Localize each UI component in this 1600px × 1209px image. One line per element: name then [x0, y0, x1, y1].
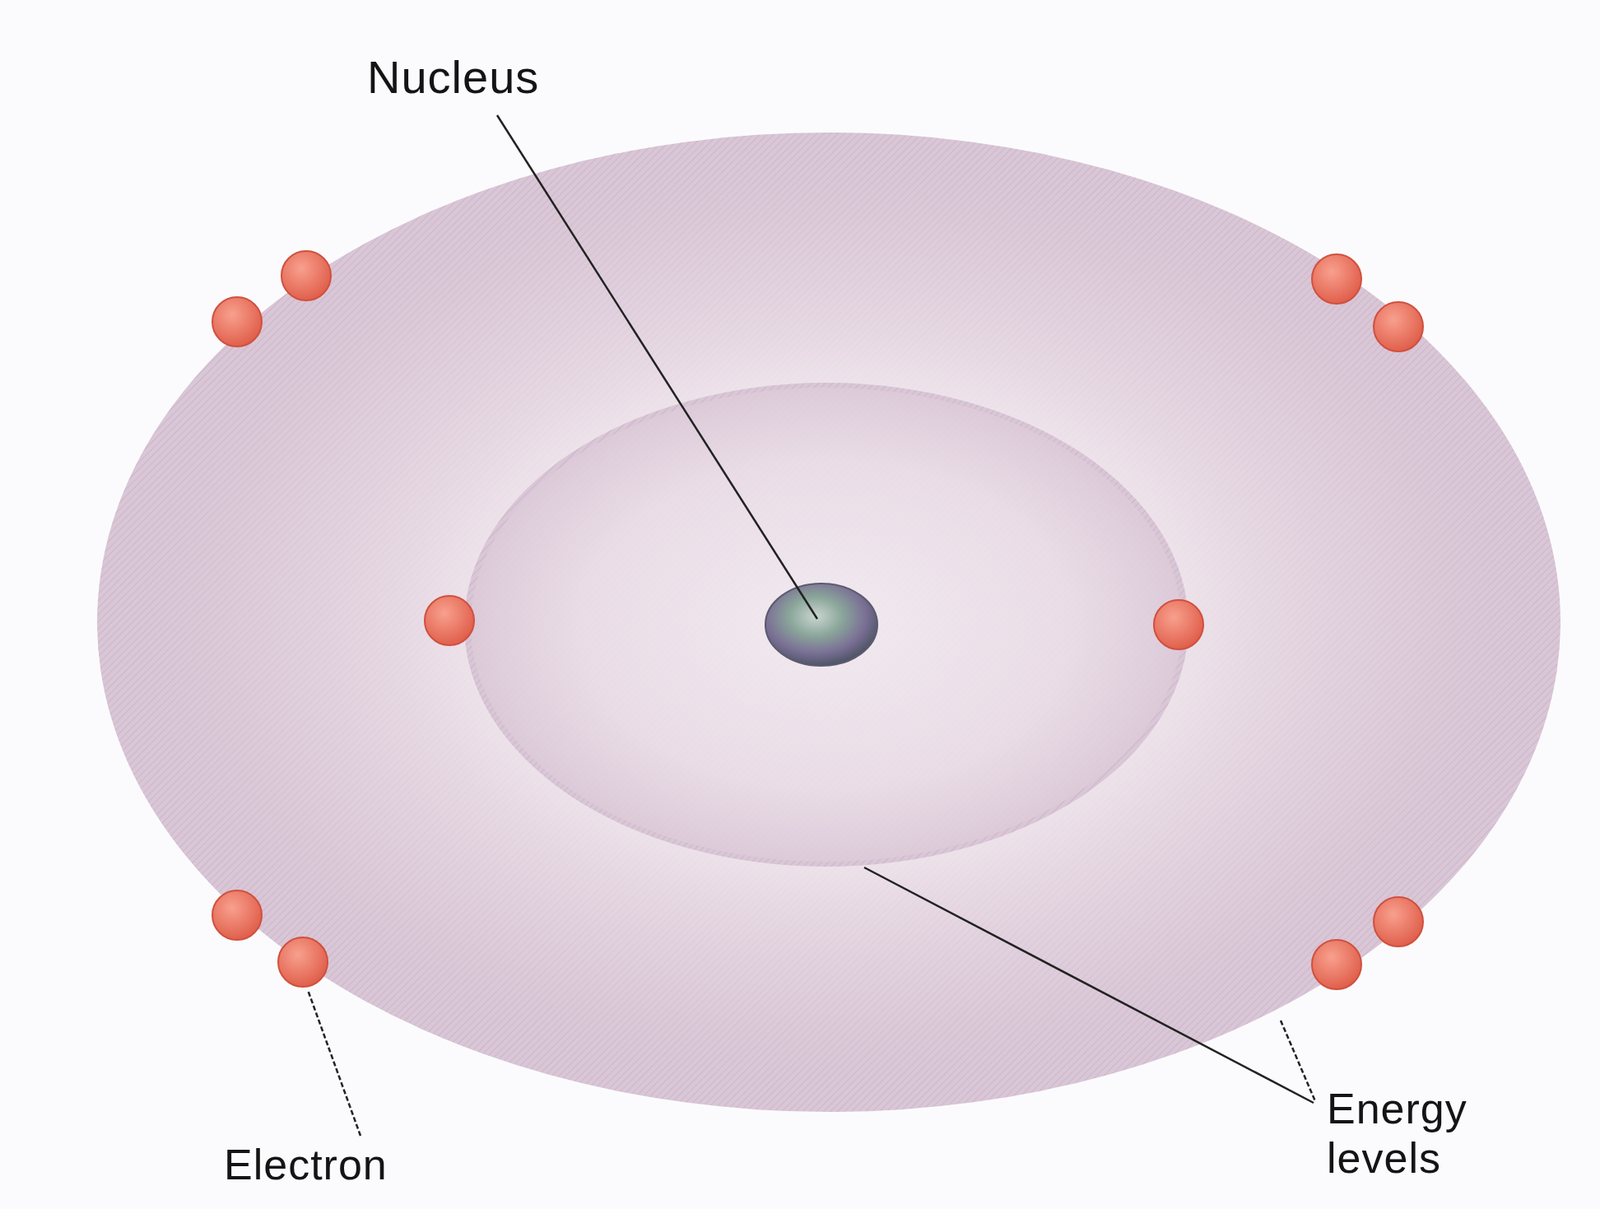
- outer-energy-level: [97, 132, 1561, 1112]
- energy-leader: [864, 867, 1314, 1103]
- nucleus: [765, 583, 878, 666]
- leader-lines: [307, 115, 1316, 1136]
- electrons: [212, 251, 1424, 990]
- nucleus-leader: [497, 115, 818, 619]
- nucleus-label: Nucleus: [367, 51, 540, 104]
- inner-energy-level: [464, 382, 1189, 867]
- electron-label: Electron: [223, 1140, 388, 1191]
- energy-levels-label: Energy levels: [1326, 1084, 1574, 1184]
- electron-leader: [307, 990, 361, 1136]
- energy-leader: [1280, 1020, 1316, 1102]
